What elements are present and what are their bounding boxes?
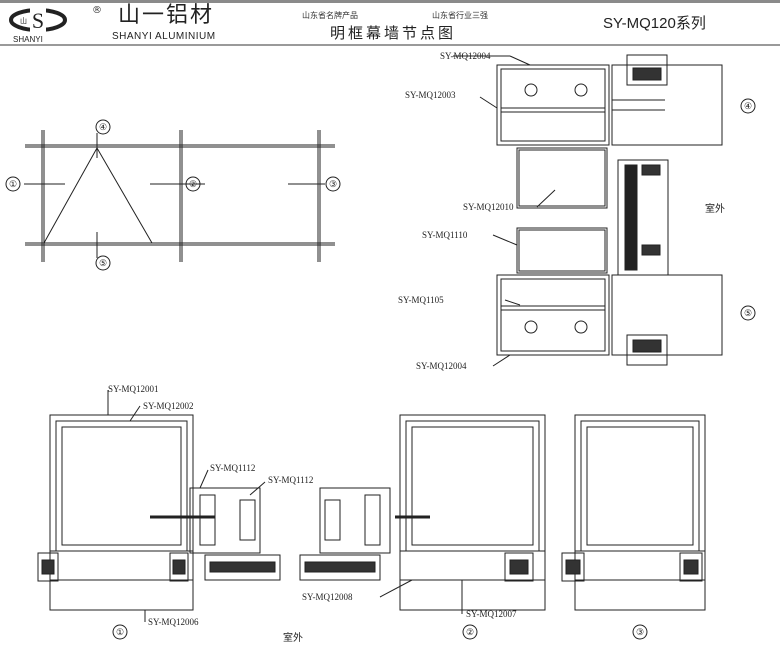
- label-sy-mq12007: SY-MQ12007: [466, 609, 517, 619]
- company-name-cn: 山一铝材: [118, 3, 215, 28]
- registered-mark: ®: [92, 5, 102, 16]
- logo-brand: SHANYI: [13, 35, 43, 44]
- marker-3: ③: [329, 179, 337, 189]
- logo-inner: 山: [20, 16, 27, 25]
- logo-letter: S: [32, 8, 44, 33]
- top-border: [0, 0, 780, 3]
- marker-4-section: ④: [744, 101, 752, 111]
- marker-4: ④: [99, 122, 107, 132]
- label-sy-mq12003: SY-MQ12003: [405, 90, 456, 100]
- marker-5-section: ⑤: [744, 308, 752, 318]
- label-sy-mq12004-top: SY-MQ12004: [440, 51, 491, 61]
- series-name: SY-MQ120系列: [603, 15, 706, 32]
- label-sy-mq12004-bottom: SY-MQ12004: [416, 361, 467, 371]
- title-block: S 山 ® SHANYI 山一铝材 SHANYI ALUMINIUM 山东省名牌…: [0, 3, 780, 46]
- marker-1: ①: [9, 179, 17, 189]
- elevation-view: [5, 119, 341, 271]
- slogan-1: 山东省名牌产品: [302, 11, 358, 20]
- horizontal-section: [37, 390, 706, 640]
- label-sy-mq1105: SY-MQ1105: [398, 295, 444, 305]
- label-sy-mq1110: SY-MQ1110: [422, 230, 468, 240]
- drawing-title: 明框幕墙节点图: [330, 24, 457, 42]
- vertical-section: [453, 54, 756, 367]
- outside-label-vertical: 室外: [705, 202, 725, 215]
- marker-1-section: ①: [116, 627, 124, 637]
- label-sy-mq12002: SY-MQ12002: [143, 401, 194, 411]
- label-sy-mq12008: SY-MQ12008: [302, 592, 353, 602]
- marker-2: ②: [189, 179, 197, 189]
- slogan-2: 山东省行业三强: [432, 11, 488, 20]
- marker-3-section: ③: [636, 627, 644, 637]
- label-sy-mq1112-left: SY-MQ1112: [210, 463, 255, 473]
- label-sy-mq12006: SY-MQ12006: [148, 617, 199, 627]
- label-sy-mq12010: SY-MQ12010: [463, 202, 514, 212]
- marker-2-section: ②: [466, 627, 474, 637]
- outside-label-horizontal: 室外: [283, 631, 303, 644]
- company-name-en: SHANYI ALUMINIUM: [112, 31, 216, 42]
- shanyi-logo: S 山: [9, 6, 67, 33]
- label-sy-mq1112-right: SY-MQ1112: [268, 475, 313, 485]
- marker-5: ⑤: [99, 258, 107, 268]
- label-sy-mq12001: SY-MQ12001: [108, 384, 159, 394]
